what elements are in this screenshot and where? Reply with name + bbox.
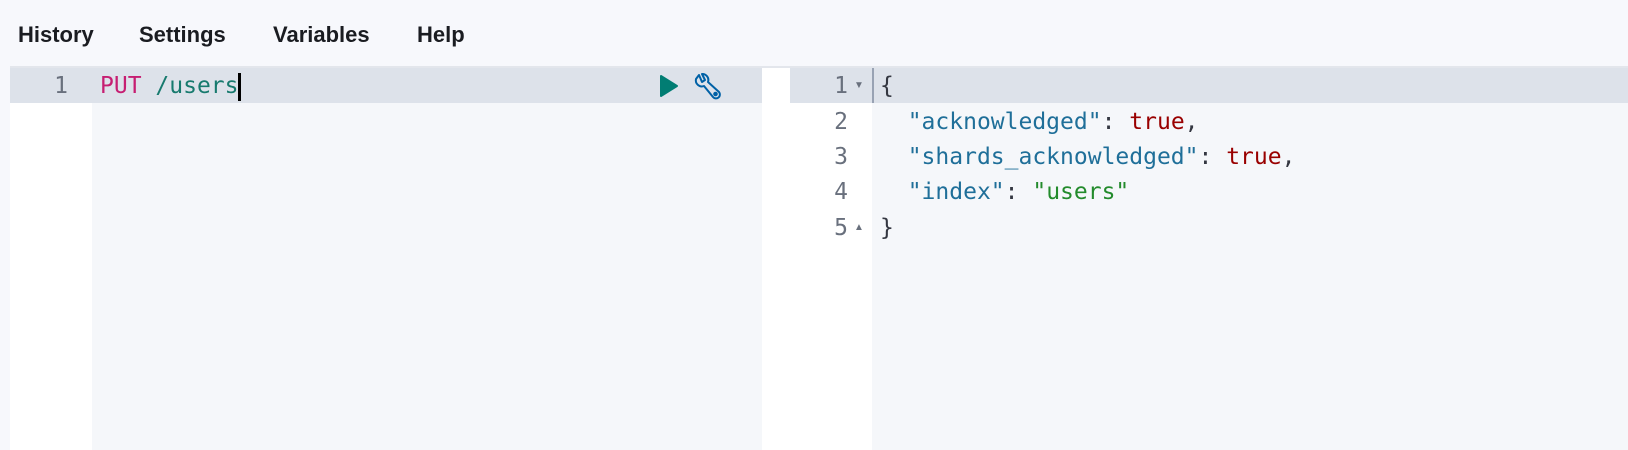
json-line: "shards_acknowledged": true, [907, 144, 1296, 170]
response-editor: 1 ▼ 2 3 4 5 ▲ { "acknowledged": true, "s… [790, 66, 1628, 450]
json-line: "index": "users" [907, 179, 1130, 205]
json-line: "acknowledged": true, [907, 109, 1199, 135]
text-cursor [237, 72, 241, 101]
panel-resizer[interactable] [762, 66, 790, 450]
menu-variables[interactable]: Variables [273, 22, 370, 47]
console-menu-bar: History Settings Variables Help [0, 0, 1628, 66]
line-number: 1 [834, 73, 848, 99]
active-line-highlight [790, 68, 1628, 103]
fold-down-icon[interactable]: ▼ [854, 80, 864, 91]
active-line-highlight [10, 68, 762, 103]
json-close-brace: } [880, 215, 894, 241]
request-editor[interactable]: 1 PUT /users [10, 66, 762, 450]
menu-help[interactable]: Help [417, 22, 465, 47]
fold-up-icon[interactable]: ▲ [854, 222, 864, 233]
line-number: 3 [834, 144, 848, 170]
wrench-icon[interactable] [693, 72, 727, 102]
menu-settings[interactable]: Settings [139, 22, 226, 47]
line-number: 2 [834, 109, 848, 135]
line-number: 1 [54, 73, 68, 99]
line-number: 4 [834, 179, 848, 205]
json-open-brace: { [880, 73, 894, 99]
request-line[interactable]: PUT /users [100, 68, 241, 104]
play-icon[interactable] [658, 74, 680, 98]
menu-history[interactable]: History [18, 22, 94, 47]
request-url: /users [155, 73, 239, 99]
http-method: PUT [100, 73, 142, 99]
response-gutter: 1 ▼ 2 3 4 5 ▲ [790, 68, 872, 450]
caret-marker [872, 68, 874, 103]
line-number: 5 [834, 215, 848, 241]
request-gutter: 1 [10, 68, 92, 450]
